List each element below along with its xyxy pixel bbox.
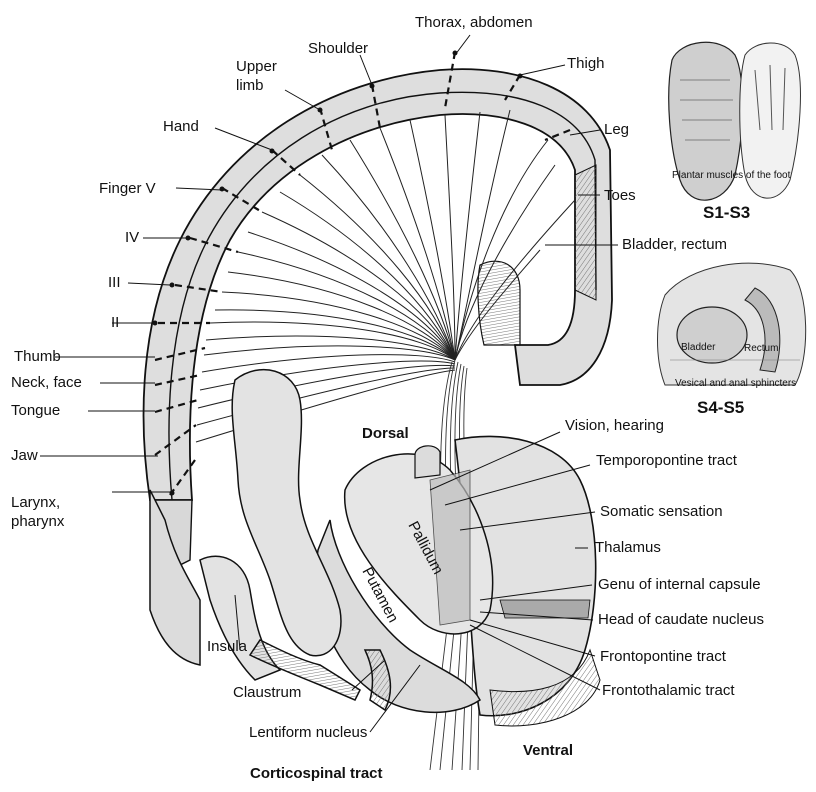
label-thorax-abdomen: Thorax, abdomen bbox=[415, 14, 533, 31]
label-temporopontine-tract: Temporopontine tract bbox=[596, 452, 737, 469]
label-dorsal: Dorsal bbox=[362, 425, 409, 442]
label-claustrum: Claustrum bbox=[233, 684, 301, 701]
label-corticospinal-tract: Corticospinal tract bbox=[250, 765, 383, 782]
label-neck-face: Neck, face bbox=[11, 374, 82, 391]
label-frontopontine-tract: Frontopontine tract bbox=[600, 648, 726, 665]
pelvis-rectum-label: Rectum bbox=[744, 343, 778, 354]
label-thumb: Thumb bbox=[14, 348, 61, 365]
label-thigh: Thigh bbox=[567, 55, 605, 72]
label-insula: Insula bbox=[207, 638, 247, 655]
foot-inset-caption: Plantar muscles of the foot bbox=[672, 170, 790, 181]
label-bladder-rectum: Bladder, rectum bbox=[622, 236, 727, 253]
label-vision-hearing: Vision, hearing bbox=[565, 417, 664, 434]
label-ventral: Ventral bbox=[523, 742, 573, 759]
label-leg: Leg bbox=[604, 121, 629, 138]
label-hand: Hand bbox=[163, 118, 199, 135]
label-thalamus: Thalamus bbox=[595, 539, 661, 556]
label-somatic-sensation: Somatic sensation bbox=[600, 503, 723, 520]
label-upper-limb-1: Upper bbox=[236, 58, 277, 75]
label-upper-limb-2: limb bbox=[236, 77, 264, 94]
pelvis-inset bbox=[658, 263, 806, 385]
label-finger-iii: III bbox=[108, 274, 121, 291]
label-head-caudate-nucleus: Head of caudate nucleus bbox=[598, 611, 764, 628]
label-tongue: Tongue bbox=[11, 402, 60, 419]
label-shoulder: Shoulder bbox=[308, 40, 368, 57]
label-genu-internal-capsule: Genu of internal capsule bbox=[598, 576, 761, 593]
pelvis-bladder-label: Bladder bbox=[681, 342, 715, 353]
label-toes: Toes bbox=[604, 187, 636, 204]
label-jaw: Jaw bbox=[11, 447, 38, 464]
pelvis-inset-level: S4-S5 bbox=[697, 398, 744, 418]
label-larynx-2: pharynx bbox=[11, 513, 64, 530]
pelvis-inset-caption: Vesical and anal sphincters bbox=[675, 378, 796, 389]
label-finger-iv: IV bbox=[125, 229, 139, 246]
label-finger-ii: II bbox=[111, 314, 119, 331]
label-lentiform-nucleus: Lentiform nucleus bbox=[249, 724, 367, 741]
label-larynx-1: Larynx, bbox=[11, 494, 60, 511]
label-frontothalamic-tract: Frontothalamic tract bbox=[602, 682, 735, 699]
foot-inset-level: S1-S3 bbox=[703, 203, 750, 223]
label-finger-v: Finger V bbox=[99, 180, 156, 197]
